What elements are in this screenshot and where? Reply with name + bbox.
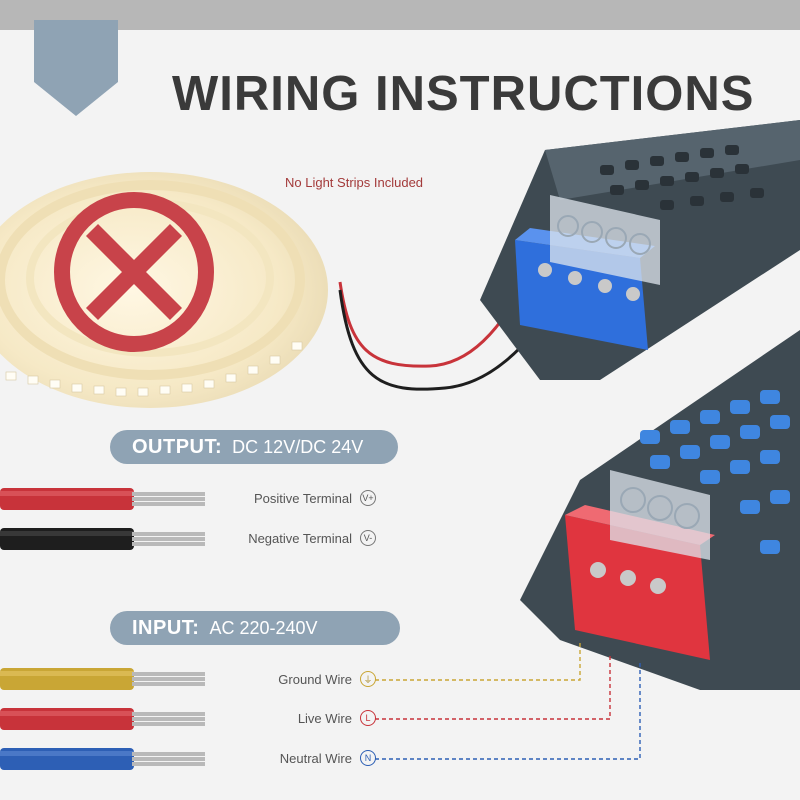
ground-icon: ⏚: [360, 671, 376, 687]
input-label: INPUT:: [132, 616, 200, 639]
negative-wire: [0, 528, 205, 550]
positive-terminal-row: Positive Terminal V+: [254, 490, 376, 506]
ground-wire-label: Ground Wire: [278, 671, 352, 687]
ground-wire-row: Ground Wire ⏚: [278, 671, 376, 687]
input-voltage: AC 220-240V: [209, 617, 318, 638]
input-spec-pill: INPUT: AC 220-240V: [110, 611, 400, 645]
positive-terminal-label: Positive Terminal: [253, 490, 352, 506]
positive-wire: [0, 488, 205, 510]
page-title: WIRING INSTRUCTIONS: [172, 67, 755, 121]
ground-wire: [0, 668, 205, 690]
positive-terminal-icon: V+: [360, 490, 376, 506]
output-voltage: DC 12V/DC 24V: [232, 436, 364, 457]
neutral-wire-row: Neutral Wire N: [280, 750, 376, 766]
output-label: OUTPUT:: [132, 435, 223, 458]
neutral-wire: [0, 748, 205, 770]
negative-terminal-label: Negative Terminal: [248, 530, 352, 546]
top-bar: [0, 0, 800, 30]
negative-terminal-icon: V-: [360, 530, 376, 546]
cover-holes: [557, 215, 651, 255]
live-icon: L: [360, 710, 376, 726]
negative-terminal-row: Negative Terminal V-: [248, 530, 376, 546]
connection-leaders: [375, 640, 641, 760]
output-spec-pill: OUTPUT: DC 12V/DC 24V: [110, 430, 398, 464]
live-wire-label: Live Wire: [297, 710, 352, 726]
no-light-strips-note: No Light Strips Included: [285, 175, 424, 190]
neutral-icon: N: [360, 750, 376, 766]
live-wire-row: Live Wire L: [298, 710, 376, 726]
neutral-wire-label: Neutral Wire: [279, 750, 352, 766]
output-clear-cover: [550, 195, 660, 285]
input-clear-cover: [610, 470, 710, 560]
live-wire: [0, 708, 205, 730]
bookmark-ribbon: [34, 20, 118, 116]
